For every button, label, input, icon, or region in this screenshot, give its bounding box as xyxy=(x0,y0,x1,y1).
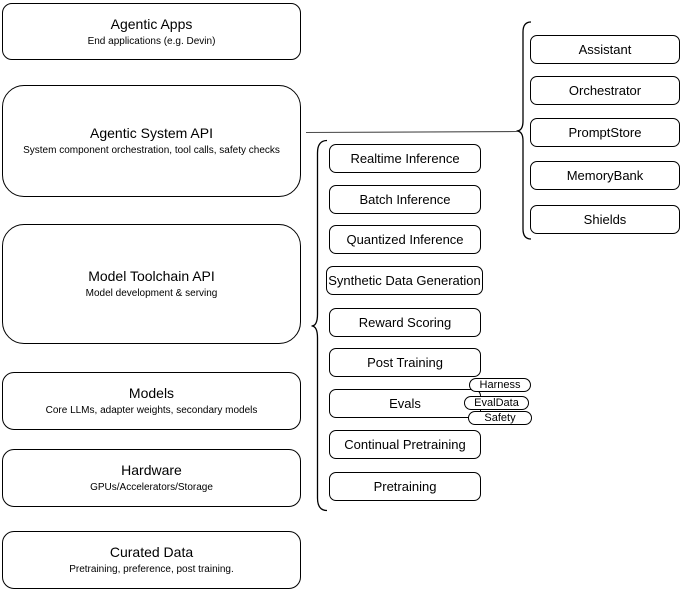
component-orchestrator: Orchestrator xyxy=(530,76,680,105)
box-hardware: Hardware GPUs/Accelerators/Storage xyxy=(2,449,301,507)
box-agentic-apps: Agentic Apps End applications (e.g. Devi… xyxy=(2,3,301,60)
eval-tag-label: Harness xyxy=(479,378,521,391)
toolchain-item-continual-pretraining: Continual Pretraining xyxy=(329,430,481,459)
toolchain-item-synthetic-data-generation: Synthetic Data Generation xyxy=(326,266,483,295)
box-title: Hardware xyxy=(121,462,182,478)
toolchain-item-reward-scoring: Reward Scoring xyxy=(329,308,481,337)
toolchain-item-label: Post Training xyxy=(367,355,443,370)
toolchain-item-evals: Evals xyxy=(329,389,481,418)
eval-tag-label: EvalData xyxy=(474,396,519,409)
component-promptstore: PromptStore xyxy=(530,118,680,147)
system-components-group-brace xyxy=(516,21,532,240)
toolchain-item-pretraining: Pretraining xyxy=(329,472,481,501)
box-subtitle: Core LLMs, adapter weights, secondary mo… xyxy=(45,405,258,416)
component-label: PromptStore xyxy=(568,125,642,140)
box-curated-data: Curated Data Pretraining, preference, po… xyxy=(2,531,301,589)
system-api-to-components-connector-line xyxy=(305,130,517,134)
box-subtitle: End applications (e.g. Devin) xyxy=(87,35,216,47)
box-title: Agentic System API xyxy=(90,125,213,141)
component-label: Assistant xyxy=(578,42,632,57)
toolchain-item-label: Pretraining xyxy=(373,479,437,494)
box-title: Agentic Apps xyxy=(110,15,193,32)
component-label: MemoryBank xyxy=(566,168,644,183)
box-subtitle: Model development & serving xyxy=(85,288,218,299)
eval-tag-evaldata: EvalData xyxy=(464,396,529,410)
component-label: Shields xyxy=(583,212,627,227)
component-shields: Shields xyxy=(530,205,680,234)
component-memorybank: MemoryBank xyxy=(530,161,680,190)
box-models: Models Core LLMs, adapter weights, secon… xyxy=(2,372,301,430)
eval-tag-safety: Safety xyxy=(468,411,532,425)
eval-tag-harness: Harness xyxy=(469,378,531,392)
toolchain-item-quantized-inference: Quantized Inference xyxy=(329,225,481,254)
component-label: Orchestrator xyxy=(568,83,642,98)
box-title: Models xyxy=(128,385,175,401)
box-title: Curated Data xyxy=(109,544,194,560)
toolchain-item-label: Batch Inference xyxy=(359,192,451,207)
box-agentic-system-api: Agentic System API System component orch… xyxy=(2,85,301,197)
box-subtitle: GPUs/Accelerators/Storage xyxy=(90,482,213,493)
toolchain-item-post-training: Post Training xyxy=(329,348,481,377)
box-model-toolchain-api: Model Toolchain API Model development & … xyxy=(2,224,301,344)
box-subtitle: Pretraining, preference, post training. xyxy=(69,564,234,575)
toolchain-group-brace xyxy=(311,139,328,512)
toolchain-item-batch-inference: Batch Inference xyxy=(329,185,481,214)
toolchain-item-label: Quantized Inference xyxy=(346,232,464,247)
box-title: Model Toolchain API xyxy=(88,268,215,284)
toolchain-item-label: Continual Pretraining xyxy=(344,437,466,452)
box-subtitle: System component orchestration, tool cal… xyxy=(23,145,280,156)
eval-tag-label: Safety xyxy=(484,411,516,424)
toolchain-item-label: Evals xyxy=(389,396,421,411)
toolchain-item-label: Synthetic Data Generation xyxy=(328,273,481,288)
toolchain-item-realtime-inference: Realtime Inference xyxy=(329,144,481,173)
toolchain-item-label: Realtime Inference xyxy=(350,151,460,166)
toolchain-item-label: Reward Scoring xyxy=(358,315,452,330)
component-assistant: Assistant xyxy=(530,35,680,64)
